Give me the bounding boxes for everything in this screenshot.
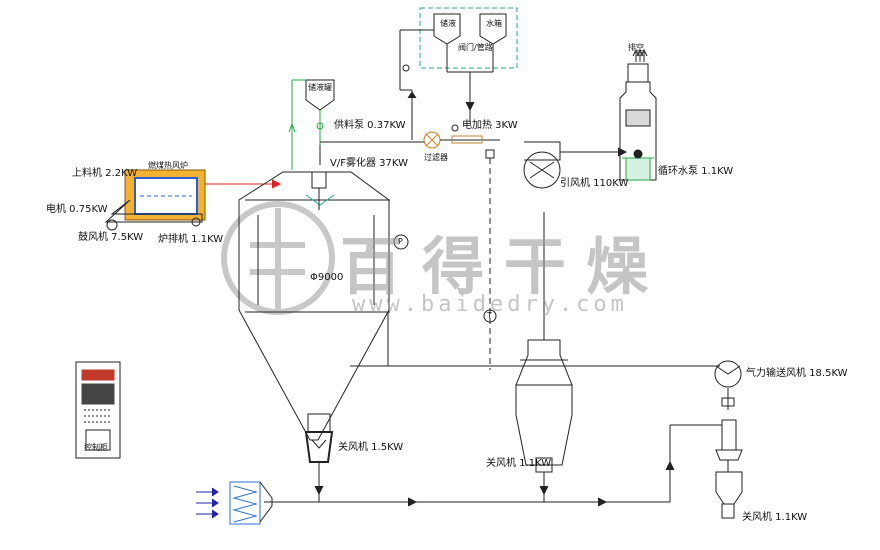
air-inlet-filter bbox=[229, 481, 273, 525]
spray-drying-tower bbox=[238, 171, 390, 441]
label-motor-11: 炉排机 1.1KW bbox=[158, 234, 224, 245]
label-conveyor-fan: 气力输送风机 18.5KW bbox=[746, 368, 848, 379]
small-cyclone bbox=[715, 419, 743, 519]
label-valve-tower: 关风机 1.5KW bbox=[338, 442, 404, 453]
reagent-tank-left bbox=[433, 13, 461, 45]
label-motor-75: 鼓风机 7.5KW bbox=[78, 232, 144, 243]
label-tank-left: 储液 bbox=[440, 19, 456, 28]
scrubber-tower bbox=[619, 63, 657, 181]
control-cabinet bbox=[75, 361, 121, 459]
main-exhaust-fan bbox=[523, 141, 561, 189]
label-atomizer: V/F雾化器 37KW bbox=[330, 158, 408, 169]
watermark-logo bbox=[221, 201, 335, 315]
label-heater: 电加热 3KW bbox=[462, 120, 518, 131]
label-valve-small-cyclone: 关风机 1.1KW bbox=[742, 512, 808, 523]
label-tank-valve: 阀门/管路 bbox=[458, 43, 493, 52]
coal-furnace bbox=[104, 169, 206, 231]
label-pressure: P bbox=[398, 237, 403, 246]
label-small-tank: 储液罐 bbox=[308, 83, 332, 92]
label-feeder: 上料机 2.2KW bbox=[72, 168, 138, 179]
reagent-tank-group bbox=[419, 7, 518, 69]
reagent-tank-right bbox=[479, 13, 507, 45]
label-tower-dia: Φ9000 bbox=[310, 272, 344, 283]
label-pump: 供料泵 0.37KW bbox=[334, 120, 406, 131]
small-feed-tank bbox=[305, 79, 335, 111]
label-control-cabinet: 控制柜 bbox=[84, 443, 108, 452]
label-main-fan: 引风机 110KW bbox=[560, 178, 629, 189]
conveyor-fan bbox=[714, 360, 742, 388]
watermark-url: www.baidedry.com bbox=[352, 292, 628, 317]
watermark-brand: 百得干燥 bbox=[340, 230, 669, 303]
pressure-gauge bbox=[393, 234, 409, 250]
tower-rotary-valve bbox=[304, 413, 334, 463]
label-tank-right: 水箱 bbox=[486, 19, 502, 28]
label-scrubber-top: 排空 bbox=[628, 43, 644, 52]
label-furnace: 燃煤热风炉 bbox=[148, 161, 188, 170]
label-scrubber-pump: 循环水泵 1.1KW bbox=[658, 166, 734, 177]
main-cyclone bbox=[515, 339, 573, 473]
label-motor-075: 电机 0.75KW bbox=[46, 204, 108, 215]
label-temp: T bbox=[487, 311, 492, 320]
heater-element bbox=[451, 135, 483, 144]
label-filter: 过滤器 bbox=[424, 153, 448, 162]
label-valve-cyclone: 关风机 1.1KW bbox=[486, 458, 552, 469]
temp-sensor bbox=[483, 309, 497, 323]
